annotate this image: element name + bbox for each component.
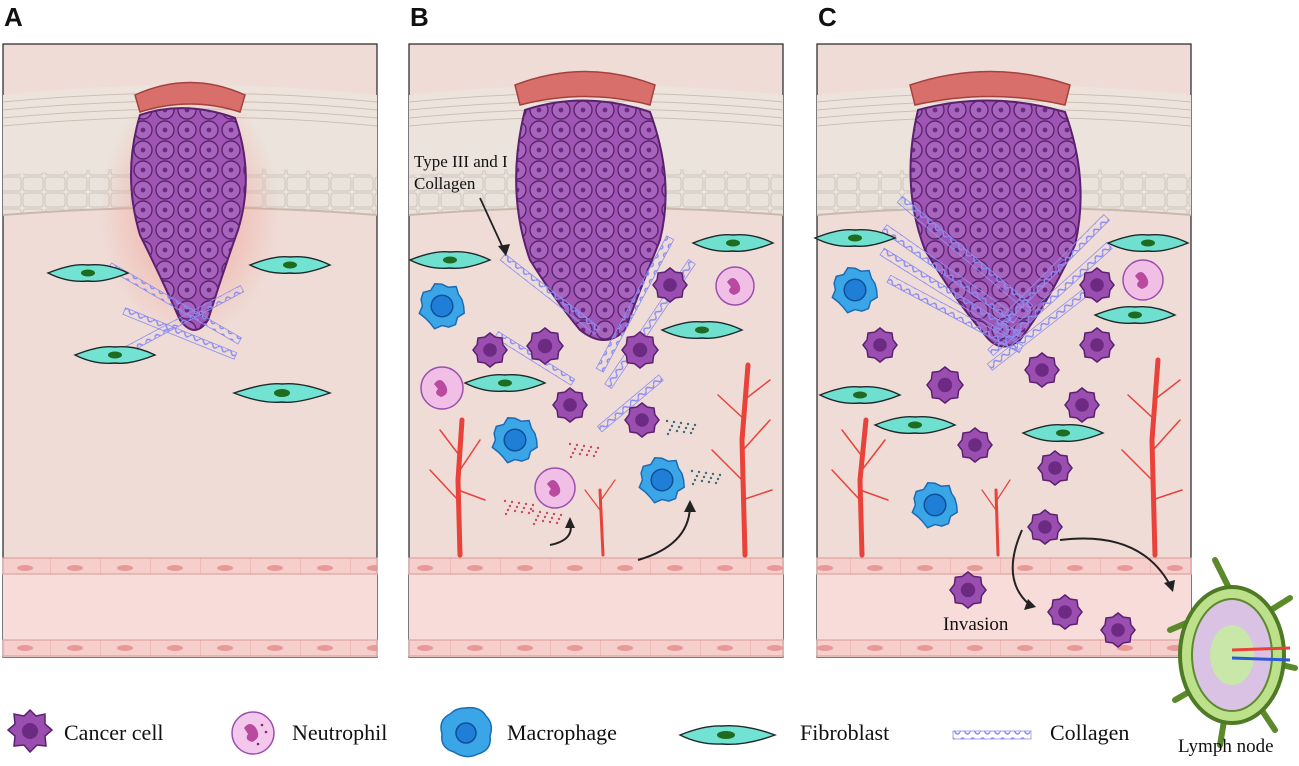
legend-collagen: Collagen [1050,720,1130,745]
neutrophil [1122,259,1164,301]
fibroblast [873,415,957,435]
collagen-annotation-line2: Collagen [414,174,476,193]
neutrophil [715,266,755,306]
panel-a-label: A [4,2,23,32]
fibroblast [463,373,547,393]
cancer-cell [552,387,588,423]
cancer-cell [1024,352,1060,388]
lymph-node-label: Lymph node [1178,736,1274,757]
neutrophil [420,366,464,410]
cancer-cell [949,571,987,609]
cancer-cell [1037,450,1073,486]
legend-cancer-cell: Cancer cell [64,720,164,745]
neutrophil [534,467,576,509]
neutrophil-icon [231,711,275,755]
macrophage [418,283,465,330]
cancer-cell [1047,594,1083,630]
panel-b [408,43,784,658]
fibroblast [691,233,775,253]
cancer-cell [624,402,660,438]
cancer-cell [472,332,508,368]
fibroblasts [46,255,333,403]
cancer-cell [1079,327,1115,363]
cancer-cell [862,327,898,363]
fibroblast [1093,305,1177,325]
cytokine-dots [665,419,697,436]
panel-b-label: B [410,2,429,32]
fibroblast [1106,233,1190,253]
cancer-cell [526,327,564,365]
macrophage [911,482,958,529]
cytokine-dots [503,499,535,516]
fibroblast [1021,423,1105,443]
cancer-cell [957,427,993,463]
panel-a [2,43,378,658]
cancer-cell [1079,267,1115,303]
lymph-node [1167,557,1298,748]
collagen-icon [952,730,1032,740]
legend-fibroblast: Fibroblast [800,720,890,745]
cancer-cell [1100,612,1136,648]
macrophage [638,457,685,504]
cancer-cell [652,267,688,303]
panel-c [816,43,1192,658]
macrophage [831,267,878,314]
blood-vessels [831,357,1183,558]
fibroblast [408,250,492,270]
legend-macrophage: Macrophage [507,720,617,745]
cancer-cell [1027,509,1063,545]
panel-c-label: C [818,2,837,32]
fibroblast [813,228,897,248]
cancer-cell [1064,387,1100,423]
fibroblast [818,385,902,405]
collagen-annotation-line1: Type III and I [414,152,508,171]
cytokine-dots [690,469,722,486]
cancer-cell [926,366,964,404]
macrophage-icon [440,706,493,758]
legend [6,706,1032,758]
cytokine-dots [531,509,563,526]
blood-vessels [429,362,773,558]
cancer-cell [621,331,659,369]
macrophage [491,417,538,464]
cytokine-dots [568,442,600,459]
cancer-cell-icon [6,708,54,754]
collagen-fibers [879,195,1113,371]
invasion-annotation: Invasion [943,614,1009,635]
fibroblast [660,320,744,340]
fibroblast-icon [678,725,778,745]
legend-neutrophil: Neutrophil [292,720,388,745]
